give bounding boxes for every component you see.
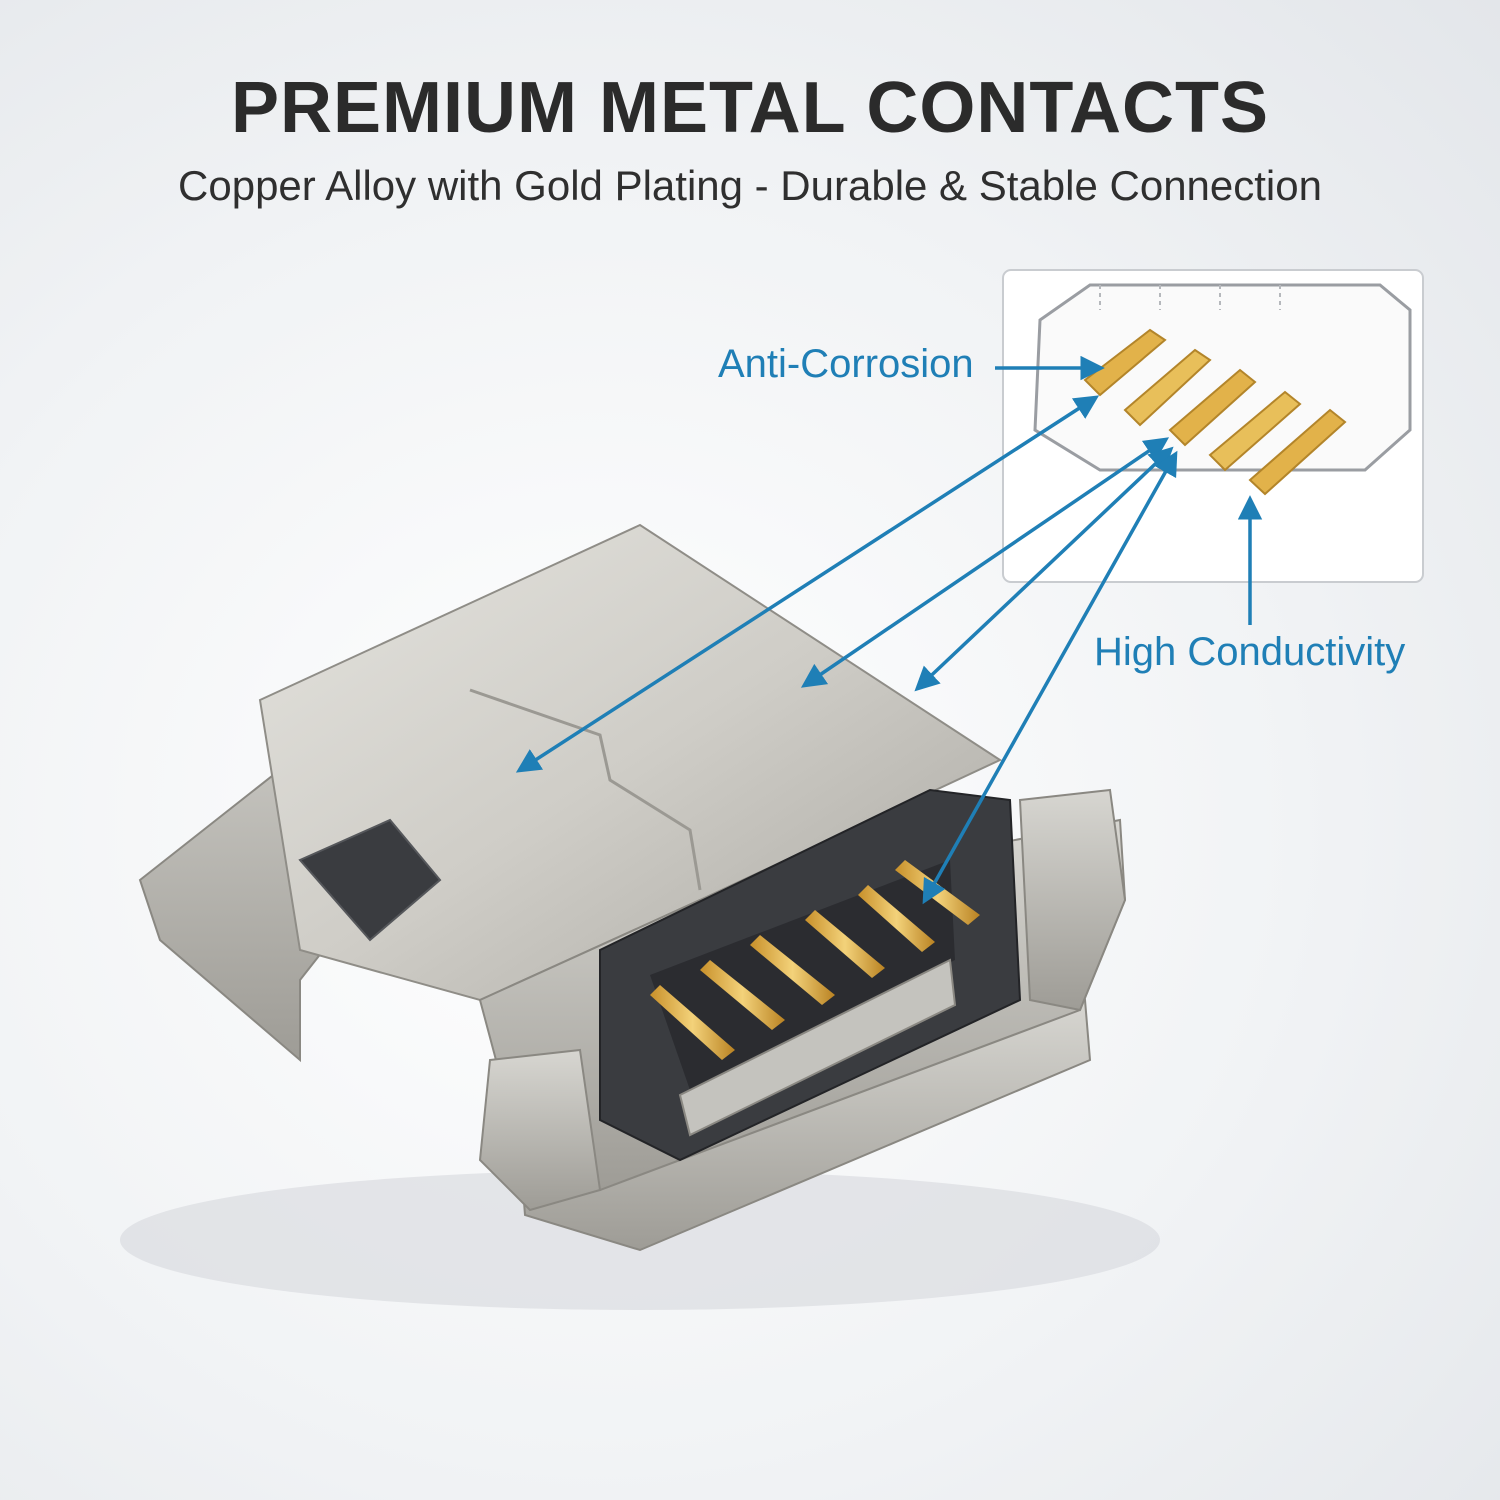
contact-diagram-inset — [1002, 269, 1424, 583]
callout-high-conductivity: High Conductivity — [1094, 630, 1406, 674]
callout-arrows — [515, 355, 1263, 905]
page-title: PREMIUM METAL CONTACTS — [231, 68, 1269, 148]
page-subtitle: Copper Alloy with Gold Plating - Durable… — [178, 162, 1322, 209]
callout-anti-corrosion: Anti-Corrosion — [718, 342, 974, 386]
diagram-gold-pins — [1083, 328, 1347, 496]
arrow-pin-4 — [922, 450, 1178, 905]
